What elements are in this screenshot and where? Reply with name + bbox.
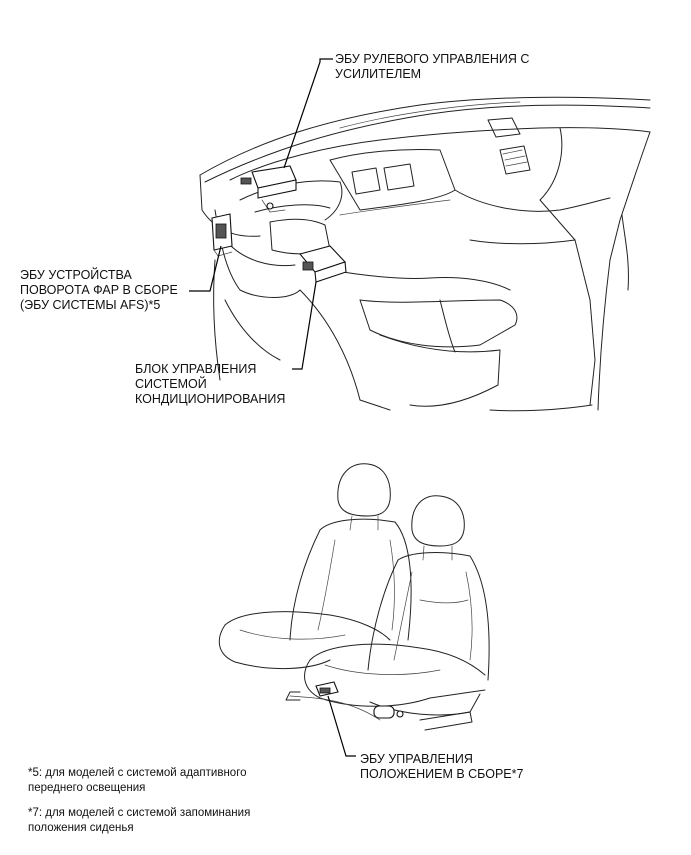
footnote-5: *5: для моделей с системой адаптивного п… (28, 766, 247, 796)
leader-steering-ecu (283, 58, 333, 169)
steering-ecu-label-line-1: ЭБУ РУЛЕВОГО УПРАВЛЕНИЯ С (335, 52, 530, 66)
leader-headlamp-ecu (189, 245, 222, 292)
steering-ecu-label: ЭБУ РУЛЕВОГО УПРАВЛЕНИЯ С УСИЛИТЕЛЕМ (335, 52, 529, 82)
footnote-5-line-2: переднего освещения (28, 782, 146, 794)
ac-unit-label: БЛОК УПРАВЛЕНИЯ СИСТЕМОЙ КОНДИЦИОНИРОВАН… (135, 362, 285, 407)
seat-ecu-label-line-1: ЭБУ УПРАВЛЕНИЯ (360, 752, 473, 766)
footnote-7-line-2: положения сиденья (28, 822, 134, 834)
dashboard-illustration (199, 96, 651, 412)
steering-ecu-part (240, 165, 297, 213)
seat-position-ecu-part (315, 681, 339, 697)
leader-seat-ecu (327, 695, 356, 757)
ac-unit-label-line-1: БЛОК УПРАВЛЕНИЯ (135, 362, 257, 376)
steering-ecu-label-line-2: УСИЛИТЕЛЕМ (335, 67, 422, 81)
footnote-7-line-1: *7: для моделей с системой запоминания (28, 807, 251, 819)
seat-ecu-label: ЭБУ УПРАВЛЕНИЯ ПОЛОЖЕНИЕМ В СБОРЕ*7 (360, 752, 523, 782)
headlamp-ecu-label-line-2: ПОВОРОТА ФАР В СБОРЕ (20, 283, 178, 297)
footnote-7: *7: для моделей с системой запоминания п… (28, 806, 250, 836)
ac-control-unit-part (299, 245, 347, 283)
seats-illustration (218, 463, 490, 731)
footnote-5-line-1: *5: для моделей с системой адаптивного (28, 767, 247, 779)
leader-ac-unit (292, 281, 317, 370)
headlamp-swivel-ecu-part (211, 213, 233, 257)
headlamp-ecu-label-line-3: (ЭБУ СИСТЕМЫ AFS)*5 (20, 298, 161, 312)
seat-ecu-label-line-2: ПОЛОЖЕНИЕМ В СБОРЕ*7 (360, 767, 524, 781)
ac-unit-label-line-3: КОНДИЦИОНИРОВАНИЯ (135, 392, 286, 406)
ac-unit-label-line-2: СИСТЕМОЙ (135, 377, 207, 391)
headlamp-ecu-label-line-1: ЭБУ УСТРОЙСТВА (20, 268, 132, 282)
headlamp-ecu-label: ЭБУ УСТРОЙСТВА ПОВОРОТА ФАР В СБОРЕ (ЭБУ… (20, 268, 178, 313)
